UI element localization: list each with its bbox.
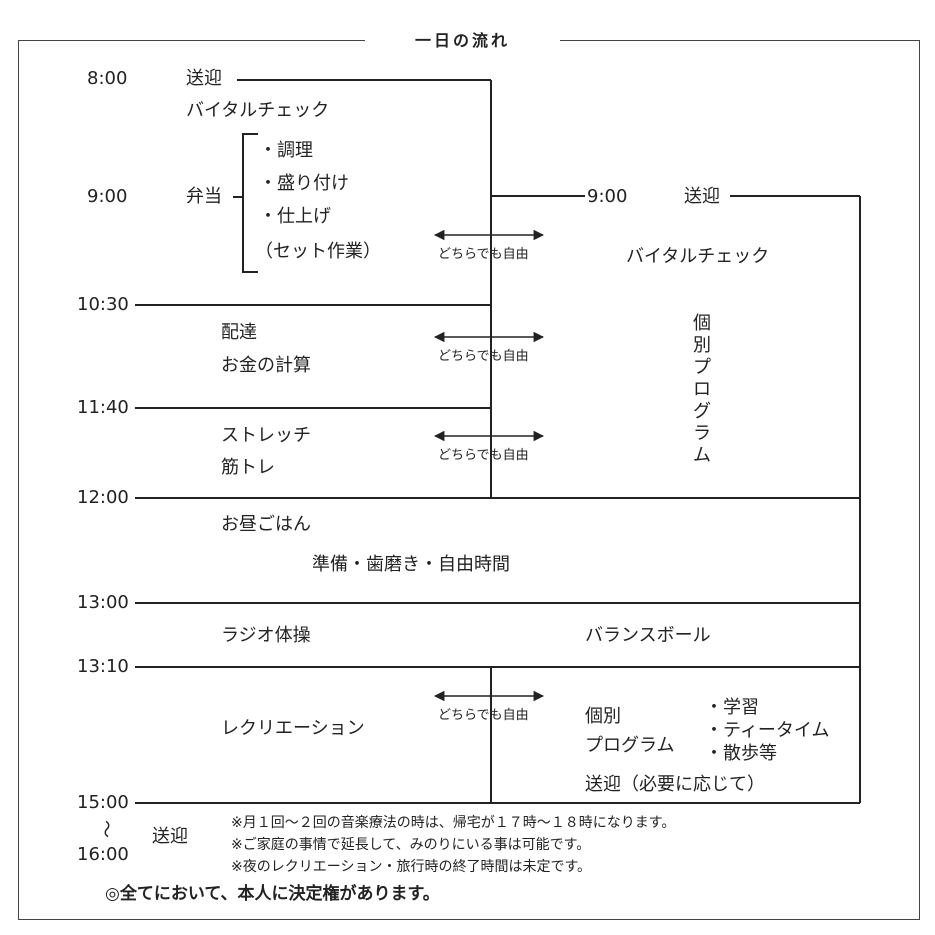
radio-taisou: ラジオ体操 bbox=[221, 625, 311, 646]
balance-ball: バランスボール bbox=[585, 625, 711, 646]
right-vital-check: バイタルチェック bbox=[626, 246, 770, 267]
stretch: ストレッチ bbox=[221, 425, 311, 446]
footer-statement: ◎全てにおいて、本人に決定権があります。 bbox=[105, 884, 440, 904]
kobetsu-label: 個別 bbox=[585, 706, 621, 727]
time-1310: 13:10 bbox=[77, 656, 129, 677]
bentou-item: ・調理 bbox=[259, 140, 313, 161]
time-1300: 13:00 bbox=[77, 592, 129, 613]
ohiru-gohan: お昼ごはん bbox=[221, 514, 311, 535]
time-0900: 9:00 bbox=[87, 186, 128, 207]
page-title: 一日の流れ bbox=[365, 28, 560, 54]
okane-keisan: お金の計算 bbox=[221, 355, 311, 376]
right-item: ・学習 bbox=[705, 697, 759, 718]
junbi-jiyu-jikan: 準備・歯磨き・自由時間 bbox=[312, 554, 510, 575]
note-line: ※夜のレクリエーション・旅行時の終了時間は未定です。 bbox=[231, 859, 592, 875]
right-item: ・散歩等 bbox=[705, 743, 777, 764]
bentou-bracket bbox=[242, 133, 258, 273]
bentou-item: ・盛り付け bbox=[259, 173, 349, 194]
time-1200: 12:00 bbox=[77, 487, 129, 508]
bentou-item: ・仕上げ bbox=[259, 206, 331, 227]
haitatsu: 配達 bbox=[221, 322, 257, 343]
end-sougei: 送迎 bbox=[152, 826, 188, 847]
program-label: プログラム bbox=[585, 735, 675, 756]
note-line: ※ご家庭の事情で延長して、みのりにいる事は可能です。 bbox=[231, 837, 591, 853]
bentou-item: （セット作業） bbox=[255, 241, 381, 262]
recreation: レクリエーション bbox=[221, 718, 365, 739]
free-label: どちらでも自由 bbox=[438, 247, 529, 262]
time-1600: 16:00 bbox=[77, 844, 129, 865]
left-sougei: 送迎 bbox=[186, 68, 222, 89]
time-0800: 8:00 bbox=[87, 68, 128, 89]
free-label: どちらでも自由 bbox=[438, 448, 529, 463]
time-range-tilde: ～ bbox=[95, 820, 116, 838]
kintore: 筋トレ bbox=[221, 457, 275, 478]
time-1500: 15:00 bbox=[77, 792, 129, 813]
free-label: どちらでも自由 bbox=[438, 708, 529, 723]
right-time-0900: 9:00 bbox=[587, 186, 628, 207]
note-line: ※月１回～２回の音楽療法の時は、帰宅が１７時～１８時になります。 bbox=[231, 815, 676, 831]
bentou-label: 弁当 bbox=[186, 186, 222, 207]
free-label: どちらでも自由 bbox=[438, 349, 529, 364]
sougei-as-needed: 送迎（必要に応じて） bbox=[585, 774, 765, 795]
kobetsu-program-vertical: 個別プログラム bbox=[693, 313, 711, 466]
right-sougei: 送迎 bbox=[684, 186, 720, 207]
time-1030: 10:30 bbox=[77, 294, 129, 315]
left-vital-check: バイタルチェック bbox=[186, 100, 330, 121]
right-item: ・ティータイム bbox=[705, 720, 830, 741]
time-1140: 11:40 bbox=[77, 397, 129, 418]
